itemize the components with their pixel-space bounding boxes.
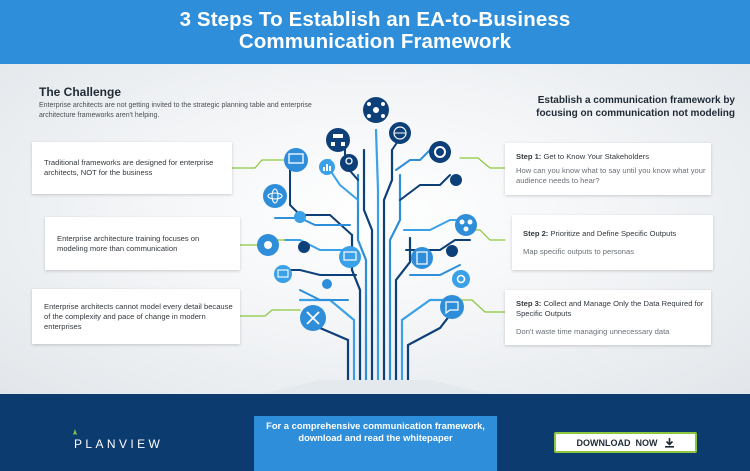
step-title: Collect and Manage Only the Data Require… bbox=[516, 299, 704, 318]
download-now-button[interactable]: DOWNLOAD NOW bbox=[554, 432, 697, 453]
tree-node-document bbox=[411, 247, 433, 269]
step-card-2: Step 2: Prioritize and Define Specific O… bbox=[512, 215, 713, 270]
tree-node-people bbox=[455, 214, 477, 236]
tree-node-dot-1 bbox=[450, 174, 462, 186]
tree-node-gear bbox=[429, 141, 451, 163]
title-line-2: Communication Framework bbox=[238, 30, 512, 53]
tree-node-atom bbox=[263, 184, 287, 208]
challenge-card-text: Enterprise architects cannot model every… bbox=[44, 301, 233, 331]
step-label: Step 3: bbox=[516, 299, 542, 308]
challenge-text: Enterprise architects are not getting in… bbox=[39, 102, 312, 119]
tree-node-chat bbox=[440, 295, 464, 319]
title-line-1: 3 Steps To Establish an EA-to-Business bbox=[179, 8, 571, 31]
tree-node-presentation bbox=[284, 148, 308, 172]
tree-node-gear-small bbox=[452, 270, 470, 288]
tree-node-globe bbox=[389, 122, 411, 144]
challenge-card-text: Enterprise architecture training focuses… bbox=[57, 233, 200, 253]
tree-node-network bbox=[363, 97, 389, 123]
tree-node-location bbox=[340, 154, 358, 172]
tree-node-sun bbox=[257, 234, 279, 256]
tree-node-dot-2 bbox=[294, 211, 306, 223]
tree-node-tools bbox=[300, 305, 326, 331]
tree-node-dot-4 bbox=[446, 245, 458, 257]
challenge-card-1: Traditional frameworks are designed for … bbox=[32, 142, 232, 194]
step-card-3: Step 3: Collect and Manage Only the Data… bbox=[505, 290, 711, 345]
tree-node-mail bbox=[274, 265, 292, 283]
tree-node-chart bbox=[319, 159, 335, 175]
tree-node-dot-5 bbox=[322, 279, 332, 289]
challenge-title: The Challenge bbox=[39, 85, 122, 99]
header-banner: 3 Steps To Establish an EA-to-Business C… bbox=[0, 0, 750, 64]
challenge-card-text: Traditional frameworks are designed for … bbox=[44, 158, 214, 177]
step-desc: Map specific outputs to personas bbox=[523, 247, 635, 256]
brand-logo: PLANVIEW bbox=[74, 437, 164, 451]
step-title: Prioritize and Define Specific Outputs bbox=[550, 229, 677, 238]
page-title: 3 Steps To Establish an EA-to-Business C… bbox=[0, 0, 750, 53]
step-card-1: Step 1: Get to Know Your Stakeholders Ho… bbox=[505, 143, 711, 195]
challenge-card-2: Enterprise architecture training focuses… bbox=[45, 217, 240, 270]
tree-trunk bbox=[231, 128, 506, 397]
step-desc: How can you know what to say until you k… bbox=[516, 166, 706, 185]
tree-node-dot-3 bbox=[298, 241, 310, 253]
step-desc: Don't waste time managing unnecessary da… bbox=[516, 327, 670, 336]
challenge-card-3: Enterprise architects cannot model every… bbox=[32, 289, 240, 344]
download-label: DOWNLOAD NOW bbox=[576, 437, 658, 448]
framework-heading: Establish a communication framework by f… bbox=[536, 95, 735, 119]
tree-node-flowchart bbox=[326, 128, 350, 152]
step-title: Get to Know Your Stakeholders bbox=[543, 152, 649, 161]
download-icon bbox=[664, 438, 674, 448]
cta-text: For a comprehensive communication framew… bbox=[254, 416, 497, 471]
planview-logo-icon bbox=[73, 429, 77, 435]
step-label: Step 2: bbox=[523, 229, 549, 238]
step-label: Step 1: bbox=[516, 152, 542, 161]
tree-node-monitor bbox=[339, 246, 361, 268]
